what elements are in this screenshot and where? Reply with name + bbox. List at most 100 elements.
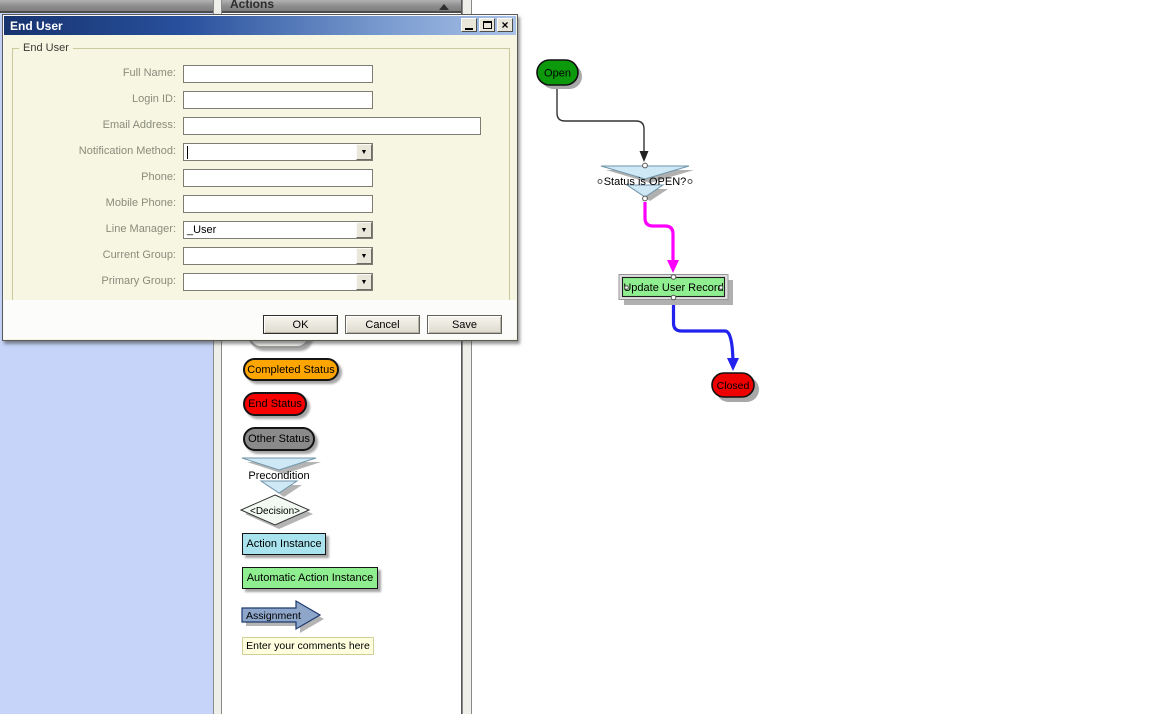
anchor-point[interactable]: [624, 285, 629, 290]
palette-item-comment[interactable]: Enter your comments here: [242, 637, 374, 655]
precondition-bottom-triangle: [259, 480, 299, 494]
palette-item-decision[interactable]: <Decision>: [236, 492, 314, 534]
save-button[interactable]: Save: [427, 315, 502, 334]
current-group-dropdown[interactable]: ▼: [183, 247, 373, 265]
palette-item-completed-status[interactable]: Completed Status: [243, 358, 339, 381]
node-closed[interactable]: Closed: [711, 372, 759, 402]
node-open[interactable]: Open: [536, 59, 582, 89]
form-row: Current Group: ▼: [13, 247, 509, 265]
chevron-up-icon[interactable]: [439, 4, 449, 10]
cancel-button[interactable]: Cancel: [345, 315, 420, 334]
form-row: Line Manager: _User ▼: [13, 221, 509, 239]
maximize-button[interactable]: [479, 18, 495, 32]
ok-button[interactable]: OK: [263, 315, 338, 334]
palette-item-automatic-action-instance[interactable]: Automatic Action Instance: [242, 567, 378, 589]
full-name-label: Full Name:: [122, 67, 176, 79]
end-user-dialog: End User × End User Full Name: Login ID:: [2, 14, 518, 341]
left-panel-header[interactable]: [0, 0, 213, 13]
connector-update-to-closed[interactable]: [671, 301, 739, 371]
close-button[interactable]: ×: [497, 18, 513, 32]
connector-status-check-to-update[interactable]: [643, 202, 679, 273]
palette-item-label: Assignment: [246, 610, 301, 622]
form-row: Login ID:: [13, 91, 509, 109]
phone-label: Phone:: [141, 171, 176, 183]
palette-item-end-status[interactable]: End Status: [243, 392, 307, 416]
form-row: Phone:: [13, 169, 509, 187]
palette-item-assignment[interactable]: Assignment: [240, 598, 328, 638]
flowchart: Open Status is OPEN? Update User Record: [536, 59, 759, 402]
node-label: Closed: [717, 380, 750, 392]
form-row: Full Name:: [13, 65, 509, 83]
palette-item-label: Action Instance: [246, 538, 322, 550]
anchor-point[interactable]: [718, 285, 724, 290]
node-label: Open: [544, 68, 571, 80]
palette-item-label: Other Status: [248, 433, 310, 445]
chevron-down-icon[interactable]: ▼: [356, 274, 372, 290]
line-manager-dropdown[interactable]: _User ▼: [183, 221, 373, 239]
decision-diamond: [239, 494, 311, 526]
line-manager-label: Line Manager:: [105, 223, 176, 235]
chevron-down-icon[interactable]: ▼: [356, 248, 372, 264]
form-row: Primary Group: ▼: [13, 273, 509, 291]
node-status-check[interactable]: Status is OPEN?: [597, 162, 694, 202]
maximize-icon: [482, 21, 492, 29]
end-user-form: Full Name: Login ID: Email Address: Noti…: [13, 49, 509, 291]
minimize-icon: [465, 28, 473, 30]
anchor-point[interactable]: [642, 162, 648, 169]
groupbox-legend: End User: [19, 42, 73, 54]
left-splitter[interactable]: [213, 0, 222, 714]
mobile-phone-field[interactable]: [183, 195, 373, 213]
current-group-label: Current Group:: [102, 249, 176, 261]
chevron-down-icon[interactable]: ▼: [356, 222, 372, 238]
assignment-arrow: [241, 599, 322, 631]
close-icon: ×: [501, 18, 509, 32]
workflow-canvas[interactable]: Open Status is OPEN? Update User Record: [472, 0, 1166, 714]
anchor-point[interactable]: [597, 179, 603, 184]
email-address-label: Email Address:: [102, 119, 176, 131]
connector-open-to-status-check[interactable]: [556, 86, 649, 162]
anchor-point[interactable]: [670, 294, 677, 301]
palette-item-label: <Decision>: [250, 506, 300, 517]
palette-item-label: Enter your comments here: [246, 640, 370, 652]
form-row: Notification Method: ▼: [13, 143, 509, 161]
actions-panel-title: Actions: [230, 0, 275, 11]
full-name-field[interactable]: [183, 65, 373, 83]
palette-item-other-status[interactable]: Other Status: [243, 427, 315, 451]
anchor-point[interactable]: [670, 274, 677, 280]
open-pill: [536, 59, 579, 86]
anchor-point[interactable]: [642, 195, 648, 202]
anchor-point[interactable]: [687, 179, 693, 184]
palette-item-label: Completed Status: [247, 363, 335, 376]
primary-group-dropdown[interactable]: ▼: [183, 273, 373, 291]
dropdown-value: _User: [187, 224, 217, 236]
dialog-body: End User Full Name: Login ID: Email Addr…: [4, 35, 516, 303]
palette-item-label: Precondition: [248, 470, 309, 482]
login-id-field[interactable]: [183, 91, 373, 109]
notification-method-dropdown[interactable]: ▼: [183, 143, 373, 161]
palette-item-precondition[interactable]: Precondition: [238, 455, 326, 499]
primary-group-label: Primary Group:: [101, 275, 176, 287]
node-label: Update User Record: [623, 282, 723, 294]
precondition-top-triangle: [241, 457, 317, 471]
palette-item-label: End Status: [248, 398, 302, 410]
email-address-field[interactable]: [183, 117, 481, 135]
palette-item-action-instance[interactable]: Action Instance: [242, 533, 326, 555]
chevron-down-icon[interactable]: ▼: [356, 144, 372, 160]
login-id-label: Login ID:: [131, 93, 176, 105]
notification-method-label: Notification Method:: [78, 145, 176, 157]
closed-pill: [711, 372, 755, 398]
minimize-button[interactable]: [461, 18, 477, 32]
dialog-title: End User: [10, 18, 63, 33]
actions-panel-header[interactable]: Actions: [222, 0, 461, 13]
node-label: Status is OPEN?: [604, 176, 687, 188]
window-controls: ×: [459, 18, 513, 32]
dialog-titlebar[interactable]: End User ×: [4, 16, 516, 35]
text-caret: [187, 146, 188, 159]
right-splitter[interactable]: [462, 0, 472, 714]
mobile-phone-label: Mobile Phone:: [105, 197, 176, 209]
node-update-user-record[interactable]: Update User Record: [618, 274, 733, 306]
palette-item-label: Automatic Action Instance: [246, 572, 374, 584]
end-user-groupbox: End User Full Name: Login ID: Email Addr…: [12, 42, 510, 301]
phone-field[interactable]: [183, 169, 373, 187]
